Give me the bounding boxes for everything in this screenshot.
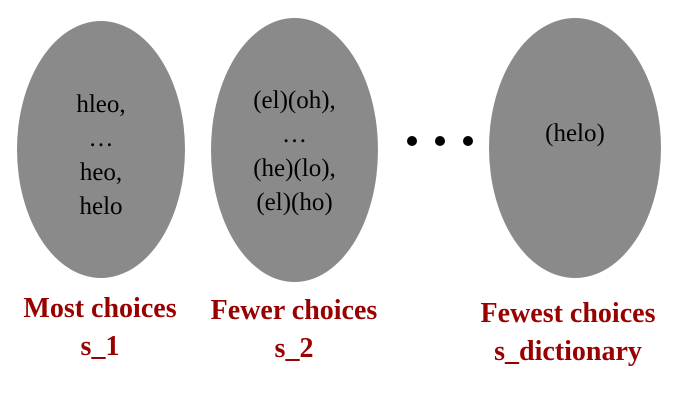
set-item: … — [282, 121, 307, 148]
set-item: (helo) — [545, 120, 605, 147]
ellipsis-dot — [435, 136, 445, 146]
set-ellipse-s-2: (el)(oh), … (he)(lo), (el)(ho) — [211, 18, 378, 282]
caption-label: Most choices — [23, 293, 177, 324]
caption-label: Fewer choices — [210, 295, 378, 326]
set-items-s-dictionary: (helo) — [489, 18, 661, 278]
caption-label: Fewest choices — [480, 298, 656, 329]
set-item: … — [88, 124, 114, 152]
caption-set-name: s_dictionary — [494, 336, 642, 367]
caption-set-name: s_2 — [274, 333, 314, 364]
set-item: (el)(ho) — [256, 189, 333, 216]
set-item: heo, — [79, 158, 123, 186]
set-items-s-1: hleo, … heo, helo — [17, 21, 185, 278]
caption-set-name: s_1 — [80, 331, 120, 362]
caption-s-dictionary: Fewest choices s_dictionary — [456, 295, 678, 371]
caption-s-1: Most choices s_1 — [0, 290, 200, 366]
set-item: (el)(oh), — [253, 87, 336, 114]
set-item: helo — [79, 192, 123, 220]
set-ellipse-s-dictionary: (helo) — [489, 18, 661, 278]
set-item: (he)(lo), — [253, 155, 336, 182]
ellipsis-dots — [402, 136, 482, 150]
set-ellipse-s-1: hleo, … heo, helo — [17, 21, 185, 278]
caption-s-2: Fewer choices s_2 — [194, 292, 394, 368]
set-item: hleo, — [76, 90, 126, 118]
ellipsis-dot — [407, 136, 417, 146]
set-items-s-2: (el)(oh), … (he)(lo), (el)(ho) — [211, 18, 378, 282]
ellipsis-dot — [463, 136, 473, 146]
